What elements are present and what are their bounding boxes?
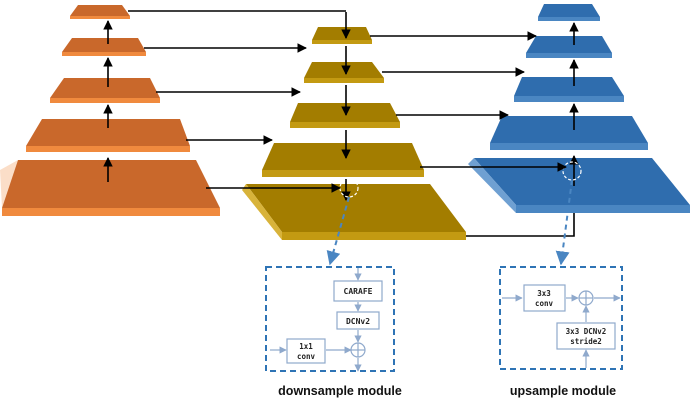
gold-level-4 — [262, 143, 424, 177]
conv1x1-block — [286, 338, 326, 364]
blue-level-4 — [490, 116, 648, 150]
dcnv2-label: DCNv2 — [346, 317, 370, 326]
orange-level-5 — [0, 160, 220, 216]
upsample-add-node — [578, 290, 594, 306]
blue-level-2 — [526, 36, 612, 58]
downsample-module-border — [265, 266, 395, 372]
blue-focus-circle — [562, 161, 582, 181]
gold-level-3 — [290, 103, 400, 128]
upsample-module-caption: upsample module — [510, 384, 616, 398]
dcn-label-line2: stride2 — [570, 337, 602, 346]
blue-pyramid — [468, 4, 690, 213]
downsample-module: CARAFE DCNv2 1x1 conv downsample module — [265, 266, 402, 398]
carafe-label: CARAFE — [344, 287, 373, 296]
blue-level-5 — [468, 158, 690, 213]
carafe-block — [333, 280, 383, 302]
upsample-module: 3x3 conv 3x3 DCNv2 stride2 upsample modu… — [499, 266, 623, 398]
dcnv2-stride2-block — [556, 322, 616, 350]
orange-level-2 — [62, 38, 146, 56]
gold-level-2 — [304, 62, 384, 83]
gold-level-1 — [312, 27, 372, 44]
conv1x1-label-line1: 1x1 — [299, 342, 313, 351]
downsample-module-caption: downsample module — [278, 384, 402, 398]
dcnv2-block — [336, 311, 380, 330]
conv3x3-label-line2: conv — [535, 299, 554, 308]
gold-focus-circle — [339, 178, 359, 198]
conv3x3-label-line1: 3x3 — [537, 289, 551, 298]
orange-pyramid — [0, 5, 220, 216]
orange-level-3 — [50, 78, 160, 103]
gold-pyramid — [242, 12, 466, 240]
conv1x1-label-line2: conv — [297, 352, 316, 361]
orange-level-4 — [26, 119, 190, 152]
dcn-label-line1: 3x3 DCNv2 — [566, 327, 607, 336]
upsample-module-border — [499, 266, 623, 370]
blue-level-1 — [538, 4, 600, 21]
lateral-arrows — [128, 10, 575, 237]
gold-level-5 — [242, 184, 466, 240]
orange-level-1 — [70, 5, 130, 19]
downsample-add-node — [350, 342, 366, 358]
blue-level-3 — [514, 77, 624, 102]
conv3x3-block — [523, 284, 566, 312]
module-connectors — [326, 179, 573, 266]
